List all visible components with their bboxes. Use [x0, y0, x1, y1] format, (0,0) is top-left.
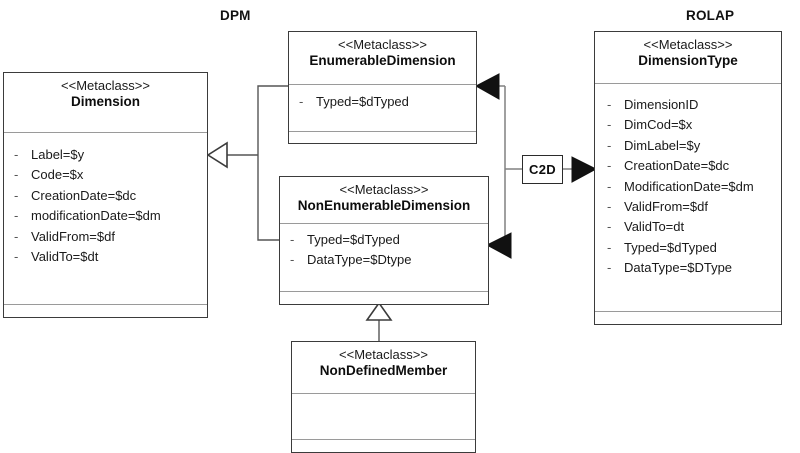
visibility-marker: -	[14, 208, 19, 224]
attribute-row: - Typed=$dTyped	[290, 230, 484, 250]
generalization-nonenumerable	[365, 301, 393, 341]
attribute-row: - Label=$y	[14, 145, 203, 165]
class-name-label: EnumerableDimension	[309, 53, 456, 69]
attribute-row: - DataType=$Dtype	[290, 250, 484, 270]
attribute-text: Typed=$dTyped	[624, 239, 717, 255]
generalization-dimension	[206, 85, 288, 241]
visibility-marker: -	[607, 260, 612, 276]
visibility-marker: -	[14, 249, 19, 265]
attribute-text: CreationDate=$dc	[624, 158, 730, 174]
group-label-dpm: DPM	[220, 8, 251, 23]
attribute-row: - ValidFrom=$df	[14, 227, 203, 247]
c2d-arrowhead-left-lower-icon	[485, 232, 512, 259]
class-name-label: NonDefinedMember	[319, 363, 448, 379]
class-box-dimension[interactable]: <<Metaclass>> Dimension - Label=$y - Cod…	[3, 72, 208, 318]
class-name-label: DimensionType	[638, 53, 738, 69]
visibility-marker: -	[607, 97, 612, 112]
attribute-text: ValidFrom=$df	[31, 228, 115, 244]
visibility-marker: -	[607, 239, 612, 255]
visibility-marker: -	[290, 232, 295, 247]
attribute-list: - Label=$y - Code=$x - CreationDate=$dc …	[14, 145, 203, 267]
attribute-row: - ValidTo=$dt	[14, 247, 203, 267]
stereotype-label: <<Metaclass>>	[61, 78, 150, 93]
visibility-marker: -	[14, 147, 19, 162]
visibility-marker: -	[607, 199, 612, 215]
generalization-arrowhead-up-icon	[365, 301, 393, 321]
attribute-row: - Typed=$dTyped	[299, 92, 472, 112]
attribute-text: CreationDate=$dc	[31, 187, 137, 203]
generalization-arrowhead-icon	[206, 141, 228, 169]
attribute-list: - DimensionID - DimCod=$x - DimLabel=$y …	[607, 95, 777, 279]
stereotype-label: <<Metaclass>>	[339, 182, 429, 197]
visibility-marker: -	[607, 178, 612, 194]
attribute-text: ModificationDate=$dm	[624, 178, 754, 194]
attribute-text: ValidFrom=$df	[624, 199, 708, 215]
visibility-marker: -	[607, 219, 612, 235]
attribute-text: DimLabel=$y	[624, 137, 701, 153]
c2d-arrowhead-left-upper-icon	[474, 73, 500, 100]
operations-compartment-dimension	[4, 303, 207, 318]
operations-compartment-dimension-type	[595, 310, 781, 325]
visibility-marker: -	[14, 228, 19, 244]
attribute-row: - ValidFrom=$df	[607, 197, 777, 217]
attribute-text: Code=$x	[31, 167, 84, 183]
attribute-text: ValidTo=$dt	[31, 249, 99, 265]
class-header-dimension-type: <<Metaclass>> DimensionType	[595, 32, 781, 83]
attribute-row: - DimLabel=$y	[607, 136, 777, 156]
class-header-enumerable-dimension: <<Metaclass>> EnumerableDimension	[289, 32, 476, 84]
stereotype-label: <<Metaclass>>	[339, 347, 428, 362]
attribute-text: DimensionID	[624, 97, 699, 112]
group-label-rolap: ROLAP	[686, 8, 735, 23]
class-header-non-defined-member: <<Metaclass>> NonDefinedMember	[292, 342, 475, 393]
stereotype-label: <<Metaclass>>	[643, 37, 733, 52]
attribute-row: - CreationDate=$dc	[14, 186, 203, 206]
attribute-text: ValidTo=dt	[624, 219, 685, 235]
visibility-marker: -	[14, 167, 19, 183]
attribute-row: - CreationDate=$dc	[607, 156, 777, 176]
attribute-row: - ModificationDate=$dm	[607, 177, 777, 197]
class-name-label: NonEnumerableDimension	[297, 198, 471, 214]
attributes-compartment-dimension: - Label=$y - Code=$x - CreationDate=$dc …	[4, 132, 207, 304]
relationship-label-c2d[interactable]: C2D	[522, 155, 563, 184]
operations-compartment-non-defined-member	[292, 438, 475, 453]
class-box-dimension-type[interactable]: <<Metaclass>> DimensionType - DimensionI…	[594, 31, 782, 325]
class-header-dimension: <<Metaclass>> Dimension	[4, 73, 207, 132]
class-box-non-enumerable-dimension[interactable]: <<Metaclass>> NonEnumerableDimension - T…	[279, 176, 489, 305]
attribute-row: - Code=$x	[14, 165, 203, 185]
visibility-marker: -	[607, 137, 612, 153]
attribute-row: - DataType=$DType	[607, 258, 777, 278]
c2d-arrowhead-right-icon	[571, 156, 598, 183]
attribute-text: modificationDate=$dm	[31, 208, 161, 224]
class-name-label: Dimension	[70, 94, 140, 110]
operations-compartment-non-enumerable-dimension	[280, 290, 488, 305]
visibility-marker: -	[607, 117, 612, 133]
attributes-compartment-non-enumerable-dimension: - Typed=$dTyped - DataType=$Dtype	[280, 223, 488, 291]
visibility-marker: -	[14, 187, 19, 203]
attribute-text: DataType=$DType	[624, 260, 733, 276]
attributes-compartment-enumerable-dimension: - Typed=$dTyped	[289, 84, 476, 131]
attribute-text: Label=$y	[31, 147, 85, 162]
attribute-row: - Typed=$dTyped	[607, 238, 777, 258]
class-header-non-enumerable-dimension: <<Metaclass>> NonEnumerableDimension	[280, 177, 488, 223]
visibility-marker: -	[299, 94, 304, 109]
attribute-list: - Typed=$dTyped - DataType=$Dtype	[290, 230, 484, 271]
attributes-compartment-non-defined-member	[292, 393, 475, 439]
attribute-row: - DimensionID	[607, 95, 777, 115]
attribute-text: DimCod=$x	[624, 117, 693, 133]
visibility-marker: -	[607, 158, 612, 174]
class-box-enumerable-dimension[interactable]: <<Metaclass>> EnumerableDimension - Type…	[288, 31, 477, 144]
stereotype-label: <<Metaclass>>	[338, 37, 427, 52]
visibility-marker: -	[290, 252, 295, 268]
class-box-non-defined-member[interactable]: <<Metaclass>> NonDefinedMember	[291, 341, 476, 453]
operations-compartment-enumerable-dimension	[289, 130, 476, 144]
attribute-row: - DimCod=$x	[607, 115, 777, 135]
attribute-text: Typed=$dTyped	[307, 232, 400, 247]
attribute-row: - modificationDate=$dm	[14, 206, 203, 226]
attribute-row: - ValidTo=dt	[607, 217, 777, 237]
attributes-compartment-dimension-type: - DimensionID - DimCod=$x - DimLabel=$y …	[595, 83, 781, 311]
attribute-text: DataType=$Dtype	[307, 252, 412, 268]
attribute-text: Typed=$dTyped	[316, 94, 409, 109]
attribute-list: - Typed=$dTyped	[299, 92, 472, 112]
